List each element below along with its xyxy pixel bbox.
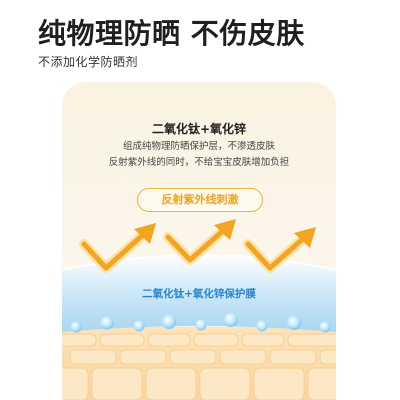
uv-reflection-arrow-icon	[163, 219, 236, 265]
uv-reflection-arrow-icon	[243, 227, 316, 273]
water-bubble-icon	[319, 321, 331, 333]
skin-cell-layer	[62, 327, 336, 400]
panel-title: 二氧化钛+氧化锌	[151, 122, 247, 136]
uv-reflection-arrow-icon	[79, 223, 156, 273]
water-bubble-icon	[287, 316, 301, 330]
water-bubble-icon	[256, 320, 268, 332]
protective-film	[62, 255, 336, 332]
uv-reflection-badge: 反射紫外线刺激	[137, 188, 263, 212]
water-bubble-icon	[162, 315, 176, 329]
panel-description-line-1: 组成纯物理防晒保护层，不渗透皮肤	[122, 141, 275, 152]
water-bubble-icon	[100, 316, 114, 330]
panel-description-line-2: 反射紫外线的同时，不给宝宝皮肤增加负担	[108, 157, 290, 168]
water-bubble-icon	[224, 313, 238, 327]
water-bubble-icon	[70, 321, 82, 333]
water-bubbles	[70, 313, 331, 333]
page-title: 纯物理防晒 不伤皮肤	[38, 17, 305, 50]
water-bubble-icon	[133, 320, 145, 332]
water-bubble-icon	[195, 319, 207, 331]
page-subtitle: 不添加化学防晒剂	[38, 55, 139, 69]
info-panel: 二氧化钛+氧化锌 组成纯物理防晒保护层，不渗透皮肤 反射紫外线的同时，不给宝宝皮…	[62, 82, 336, 400]
sunscreen-illustration	[62, 219, 336, 400]
protective-film-label: 二氧化钛+氧化锌保护膜	[142, 288, 256, 300]
